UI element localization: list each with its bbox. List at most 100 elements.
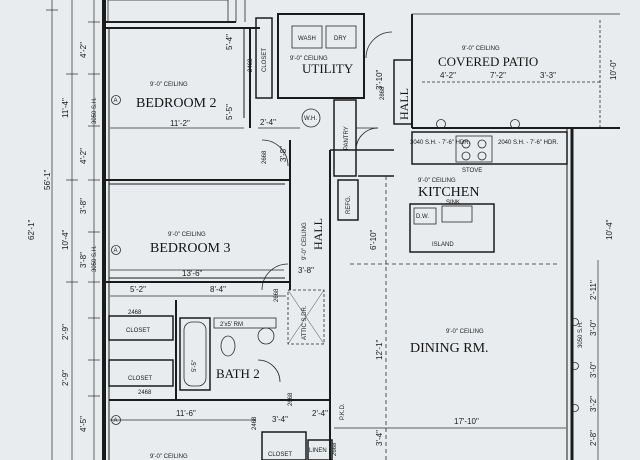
dim-bed3-width: 13'-6" [182,269,203,278]
water-heater: W.H. [301,108,321,128]
hall-center-name: HALL [311,218,325,250]
attic-access: ATTIC S.DR. [287,289,325,345]
bedroom3-ceiling: 9'-0" CEILING [168,232,206,238]
dim-10-4b: 10'-4" [605,219,614,240]
marker-a3-text: A [114,418,118,424]
attic-label: ATTIC S.DR. [302,305,308,340]
wh-label: W.H. [304,116,317,122]
dim-3-10: 3'-10" [375,69,384,90]
dining-name: DINING RM. [410,341,489,356]
dim-5-5: 5'-5" [225,104,234,120]
refrigerator: REFG. 6'-10" [337,179,378,250]
door-2668-c: 2668 [288,392,294,406]
dim-3-8b: 3'-8" [79,252,88,268]
linen-label: LINEN [309,448,327,454]
hall-top-name: HALL [397,88,411,120]
kitchen: STOVE 9'-0" CEILING KITCHEN SINK D.W. IS… [409,131,614,253]
window-left-1: 3050 S.H. [92,97,98,124]
marker-a-text: A [114,98,118,104]
bottom-left-room: 11'-6" 9'-0" CEILING A 3'-4" 2'-4" CLOSE… [110,403,346,460]
covered-patio: 9'-0" CEILING COVERED PATIO 4'-2" 7'-2" … [411,13,620,129]
window-left-2: 3050 S.H. [92,245,98,272]
bedroom-2: 9'-0" CEILING BEDROOM 2 11'-2" A [104,28,290,185]
closet-bed2: CLOSET 2468 5'-4" 5'-5" [225,17,273,120]
bedroom2-ceiling: 9'-0" CEILING [150,82,188,88]
closet-bed2-label: CLOSET [262,48,268,72]
dryer-label: DRY [334,36,347,42]
dim-17-10: 17'-10" [454,417,479,426]
pantry: PANTRY 2868 [333,86,386,177]
dim-4-2b: 4'-2" [79,148,88,164]
sink-label: SINK [446,200,460,206]
dim-10-4: 10'-4" [61,229,70,250]
refg-label: REFG. [346,195,352,214]
door-2668-d: 2668 [332,442,338,456]
closet-bottom: CLOSET [268,452,292,458]
dim-2-9: 2'-9" [61,324,70,340]
dim-11-6: 11'-6" [176,409,196,418]
center-hall: HALL 9'-0" CEILING 3'-8" 2668 3'-8" 2668 [261,139,394,460]
dim-3-0: 3'-0" [589,320,598,336]
dim-2-4b: 2'-4" [312,409,328,418]
bedroom3-name: BEDROOM 3 [150,241,231,256]
bath2-name: BATH 2 [216,366,260,381]
dw-label: D.W. [416,214,429,220]
dim-left-total2: 62'-1" [27,219,36,240]
right-dimension-lines: 2'-11" 3'-0" 3'-0" 3'-2" 2'-8" 3050 S.H. [571,260,599,460]
utility-room: WASH DRY 9'-0" CEILING UTILITY [277,13,365,99]
dim-4-2c: 4'-2" [440,71,456,80]
closet-bath-2: CLOSET [128,376,152,382]
bedroom2-name: BEDROOM 2 [136,96,217,111]
door-2668-b: 2668 [274,288,280,302]
washer-label: WASH [298,36,316,42]
dim-3-0b: 3'-0" [589,362,598,378]
window-marker-a [111,95,121,105]
door-2468-a: 2468 [248,58,254,72]
dim-2-11: 2'-11" [589,280,598,300]
dining-ceiling: 9'-0" CEILING [446,329,484,335]
bottom-left-ceiling: 9'-0" CEILING [150,454,188,460]
utility-ceiling: 9'-0" CEILING [290,56,328,62]
door-2468-c: 2468 [138,390,152,396]
dim-2-9b: 2'-9" [61,370,70,386]
dim-4-2: 4'-2" [79,42,88,58]
door-2468-d: 2468 [252,416,258,430]
dim-2-8: 2'-8" [589,430,598,446]
hall-center-ceiling: 9'-0" CEILING [302,222,308,260]
dim-5-4: 5'-4" [225,34,234,50]
marker-a2-text: A [114,248,118,254]
dim-3-8c: 3'-8" [279,146,288,162]
door-2668-a: 2668 [262,150,268,164]
dim-5-2: 5'-2" [130,285,146,294]
closet-bath-1: CLOSET [126,328,150,334]
dim-3-4: 3'-4" [272,415,288,424]
dim-7-2: 7'-2" [490,71,506,80]
dim-12-1: 12'-1" [375,339,384,360]
header-left: 3040 S.H. - 7'-6" HDR. [410,140,471,146]
dim-left-total: 56'-1" [43,169,52,190]
pkd-label: P.K.D. [340,403,346,420]
stove-label: STOVE [462,168,482,174]
pantry-label: PANTRY [344,126,350,150]
window-marker-a2 [111,245,121,255]
dim-2-4: 2'-4" [260,118,276,127]
dim-3-8: 3'-8" [79,198,88,214]
dim-3-3: 3'-3" [540,71,556,80]
sink-b2: 2'x5' RM [220,322,243,328]
left-dimension-lines [46,0,100,460]
dim-3-8d: 3'-8" [298,266,314,275]
dim-bed2-width: 11'-2" [170,119,190,128]
dim-4-5: 4'-5" [79,416,88,432]
dim-6-10: 6'-10" [369,229,378,250]
dim-8-4: 8'-4" [210,285,226,294]
door-2868: 2868 [380,86,386,100]
kitchen-ceiling: 9'-0" CEILING [418,178,456,184]
patio-ceiling: 9'-0" CEILING [462,46,500,52]
patio-name: COVERED PATIO [438,54,538,69]
exterior-walls [102,0,574,460]
bath-2: 5'-2" 8'-4" 2468 CLOSET CLOSET 2468 5'-5… [108,285,330,406]
utility-name: UTILITY [302,61,354,76]
bedroom-3: 9'-0" CEILING BEDROOM 3 13'-6" A [104,232,290,283]
dim-3-4b: 3'-4" [375,430,384,446]
